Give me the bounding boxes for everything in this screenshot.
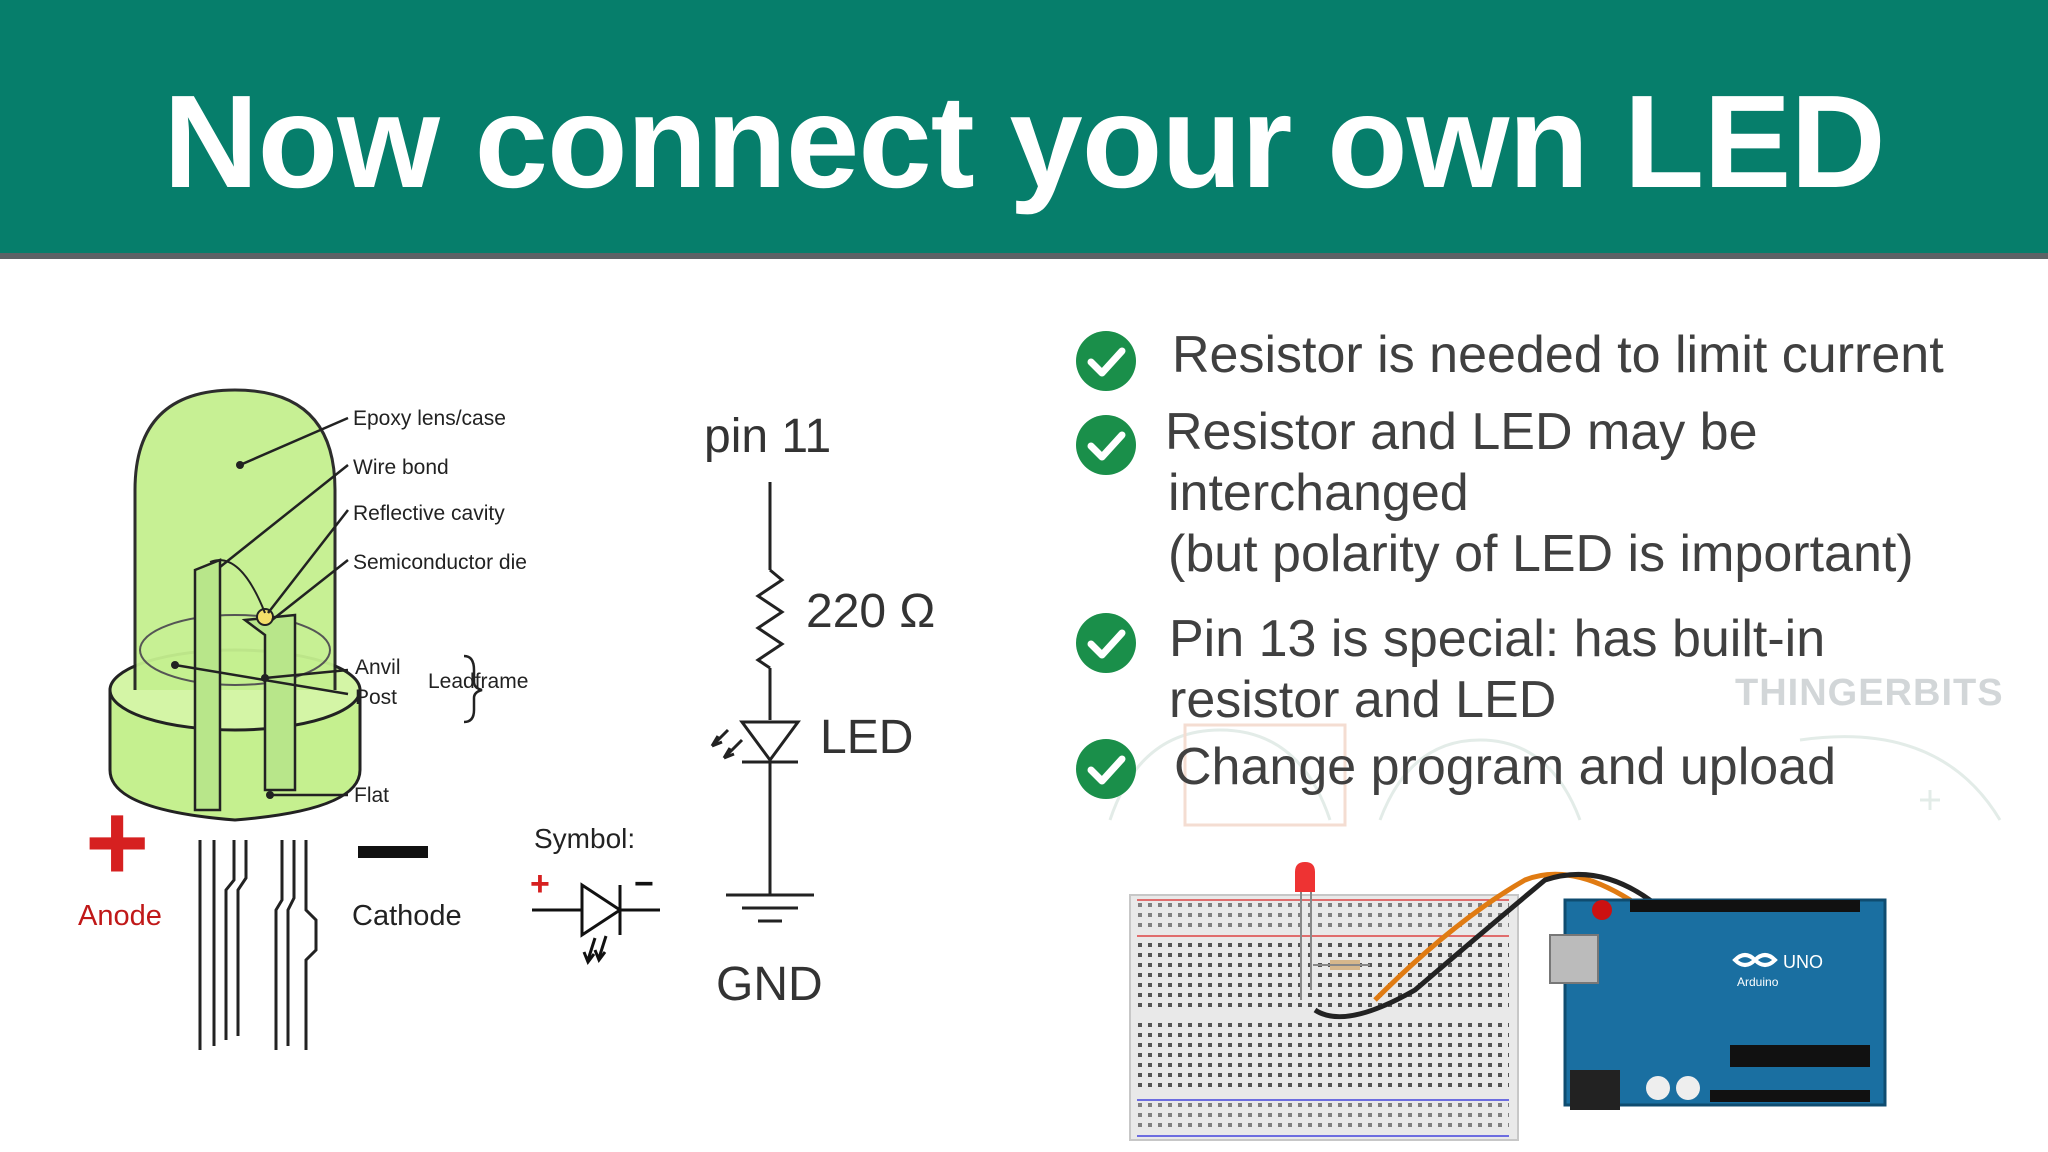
banner-divider: [0, 253, 2048, 259]
bullet-text: Resistor and LED may be: [1165, 403, 1758, 461]
bullet-text: Change program and upload: [1174, 738, 1837, 796]
led-cavity: [139, 614, 331, 686]
label-cathode: Cathode: [352, 900, 462, 932]
leader-lines: [174, 416, 349, 797]
breadboard-led: [1295, 862, 1315, 892]
led-dome: [133, 388, 337, 690]
bullet-text: Resistor is needed to limit current: [1172, 326, 1944, 384]
label-anvil: Anvil: [355, 656, 401, 679]
gnd-symbol: [726, 893, 814, 923]
label-reflective-cavity: Reflective cavity: [353, 502, 505, 525]
bullet-text: resistor and LED: [1169, 671, 1557, 729]
led-legs: [198, 840, 318, 1050]
check-circle-icon: [1076, 415, 1136, 475]
anode-plus-sign: +: [85, 781, 149, 904]
slide-title: Now connect your own LED: [163, 68, 1885, 215]
label-symbol: Symbol:: [534, 823, 635, 854]
usb-connector: [1549, 934, 1599, 984]
label-post: Post: [355, 686, 397, 709]
check-circle-icon: [1076, 613, 1136, 673]
label-semiconductor-die: Semiconductor die: [353, 551, 527, 574]
cathode-minus-sign: [358, 846, 428, 858]
label-epoxy: Epoxy lens/case: [353, 407, 506, 430]
wire-bond: [209, 559, 266, 614]
arduino-uno-label: UNO: [1783, 952, 1823, 972]
led-schematic-symbol: [739, 720, 801, 764]
schematic-resistor-label: 220 Ω: [806, 585, 935, 638]
schematic-pin-label: pin 11: [704, 410, 831, 463]
label-anode: Anode: [78, 900, 162, 932]
led-post: [241, 613, 297, 792]
check-circle-icon: [1076, 739, 1136, 799]
background-lightbulb-illustration: [1108, 723, 2002, 827]
power-jack: [1570, 1070, 1620, 1110]
label-flat: Flat: [354, 784, 389, 807]
check-circle-icon: [1076, 331, 1136, 391]
bullet-text: (but polarity of LED is important): [1168, 525, 1914, 583]
arduino-infinity-logo: [1732, 953, 1778, 967]
resistor-zigzag: [755, 568, 785, 670]
label-wire-bond: Wire bond: [353, 456, 449, 479]
bullet-text: interchanged: [1168, 464, 1469, 522]
led-anvil: [193, 558, 222, 812]
label-leadframe: Leadframe: [428, 670, 528, 693]
led-symbol-icon: [532, 882, 660, 966]
black-wire: [1313, 872, 1667, 1020]
symbol-plus: +: [530, 865, 550, 903]
symbol-minus: −: [634, 865, 654, 903]
breadboard-arduino-illustration: UNO Arduino: [1129, 862, 1887, 1141]
title-banner: [0, 0, 2048, 253]
circuit-schematic: pin 11 220 Ω LED GND: [704, 410, 935, 1011]
orange-wire: [1373, 871, 1647, 1002]
schematic-gnd-label: GND: [716, 958, 823, 1011]
led-anatomy-diagram: Epoxy lens/case Wire bond Reflective cav…: [78, 388, 660, 1050]
bullet-text: Pin 13 is special: has built-in: [1169, 610, 1826, 668]
thingerbits-watermark: THINGERBITS: [1735, 672, 2004, 714]
schematic-led-label: LED: [820, 711, 913, 764]
leadframe-brace: [463, 654, 483, 724]
reset-button: [1592, 900, 1612, 920]
arduino-brand-label: Arduino: [1737, 975, 1779, 989]
